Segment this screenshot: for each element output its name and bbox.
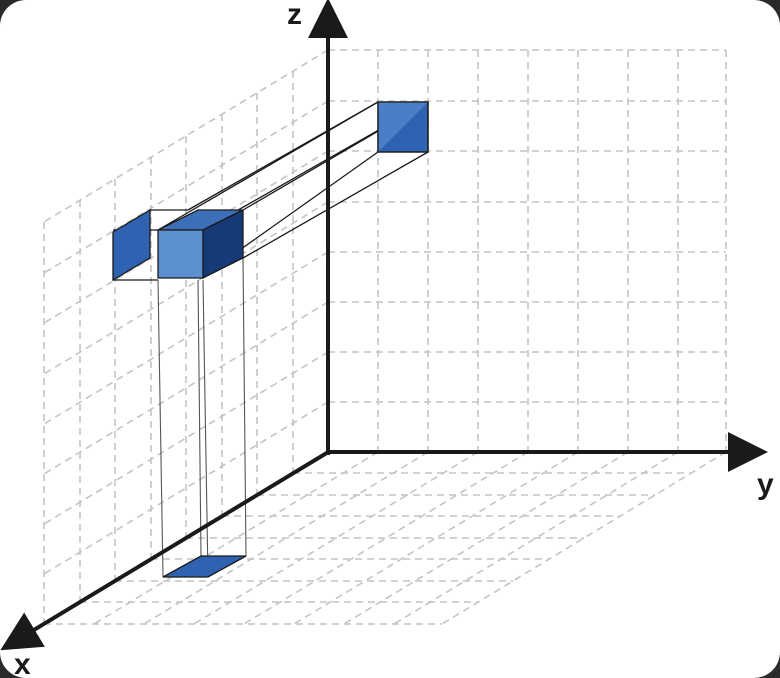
x-axis: [0, 449, 332, 651]
xz-projection: [112, 208, 188, 282]
y-axis-label: y: [757, 468, 774, 501]
x-axis-label: x: [14, 648, 31, 678]
cube: [157, 208, 244, 280]
yz-projection-square: [377, 101, 429, 153]
xz-plane-grid: [43, 49, 329, 624]
cube-front-face: [157, 229, 204, 279]
xy-projection-square: [162, 555, 247, 578]
z-axis-label: z: [287, 0, 302, 31]
xy-plane-grid: [44, 451, 727, 625]
